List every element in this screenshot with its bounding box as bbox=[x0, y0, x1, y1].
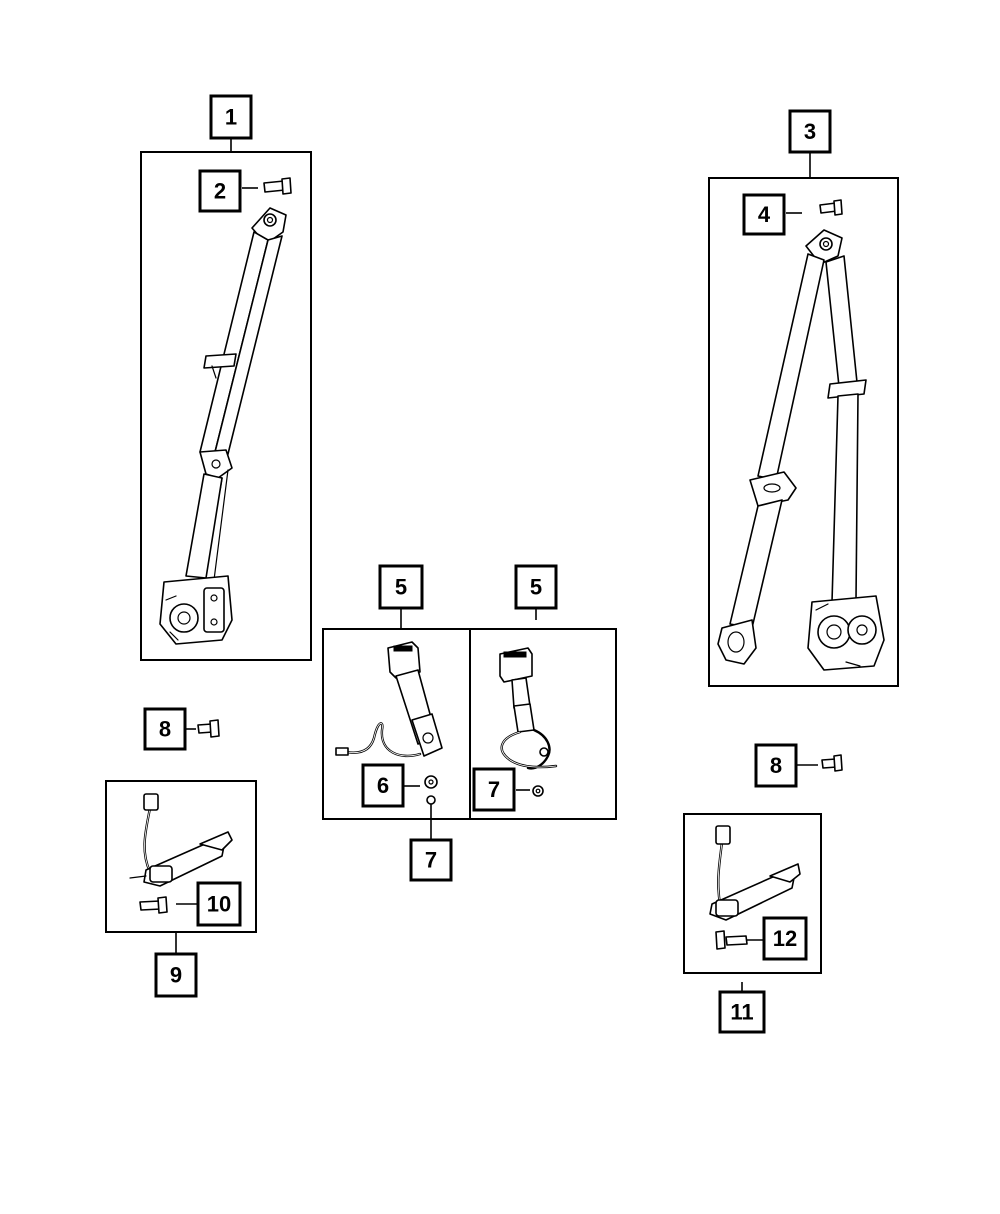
bolt-10-icon bbox=[139, 896, 168, 914]
callout-8a-label: 8 bbox=[159, 717, 171, 742]
callout-12: 12 bbox=[762, 916, 808, 961]
seat-buckle-11-icon bbox=[709, 863, 801, 921]
bolt-2-icon bbox=[263, 177, 292, 195]
part-frame-5b bbox=[469, 628, 617, 820]
callout-8a: 8 bbox=[143, 707, 187, 751]
callout-3: 3 bbox=[788, 109, 832, 154]
buckle-5a-icon bbox=[387, 641, 443, 757]
part-frame-1 bbox=[140, 151, 312, 661]
callout-5a: 5 bbox=[378, 564, 424, 610]
bolt-4-icon bbox=[819, 199, 843, 216]
callout-5b-label: 5 bbox=[530, 575, 542, 600]
seat-buckle-9-icon bbox=[129, 831, 233, 887]
part-group-11 bbox=[683, 813, 822, 992]
bolt-8a-icon bbox=[197, 719, 220, 738]
callout-1: 1 bbox=[209, 94, 253, 140]
part-frame-9 bbox=[105, 780, 257, 933]
callout-9-label: 9 bbox=[170, 963, 182, 988]
callout-10-label: 10 bbox=[207, 892, 231, 917]
upper-anchor-3 bbox=[805, 229, 843, 265]
callout-8b-label: 8 bbox=[770, 753, 782, 778]
callout-9: 9 bbox=[154, 952, 198, 998]
lower-anchor-3 bbox=[717, 619, 757, 665]
callout-5b: 5 bbox=[514, 564, 558, 610]
bolt-8b-icon bbox=[821, 754, 843, 772]
retractor-1 bbox=[159, 575, 233, 645]
callout-5a-label: 5 bbox=[395, 575, 407, 600]
callout-10: 10 bbox=[196, 881, 242, 927]
belt-webbing-3 bbox=[757, 253, 825, 481]
nut-6-icon bbox=[424, 775, 438, 789]
part-group-3 bbox=[708, 152, 899, 687]
callout-3-label: 3 bbox=[804, 119, 816, 144]
callout-7b: 7 bbox=[472, 767, 516, 812]
callout-1-label: 1 bbox=[225, 105, 237, 130]
part-group-5b bbox=[469, 608, 617, 820]
buckle-5b-icon bbox=[499, 647, 535, 733]
callout-8b: 8 bbox=[754, 743, 798, 788]
callout-12-label: 12 bbox=[773, 926, 797, 951]
retractor-3 bbox=[807, 595, 885, 671]
buckle-wire-5a bbox=[344, 722, 422, 758]
callout-4: 4 bbox=[742, 193, 786, 236]
nut-7a-icon bbox=[426, 795, 436, 805]
callout-7b-label: 7 bbox=[488, 777, 500, 802]
part-frame-3 bbox=[708, 177, 899, 687]
callout-6: 6 bbox=[361, 763, 405, 808]
part-group-1 bbox=[140, 139, 312, 661]
callout-7a-label: 7 bbox=[425, 848, 437, 873]
part-frame-11 bbox=[683, 813, 822, 974]
sliding-tongue-3 bbox=[749, 471, 797, 507]
callout-2-label: 2 bbox=[214, 179, 226, 204]
bolt-12-icon bbox=[715, 930, 748, 950]
belt-webbing-3b bbox=[825, 255, 859, 397]
callout-11: 11 bbox=[718, 990, 766, 1034]
part-group-9 bbox=[105, 780, 257, 954]
callout-11-label: 11 bbox=[730, 1000, 753, 1025]
callout-6-label: 6 bbox=[377, 773, 389, 798]
callout-7a: 7 bbox=[409, 838, 453, 882]
callout-4-label: 4 bbox=[758, 202, 771, 227]
nut-7b-icon bbox=[532, 785, 544, 797]
callout-2: 2 bbox=[198, 169, 242, 213]
